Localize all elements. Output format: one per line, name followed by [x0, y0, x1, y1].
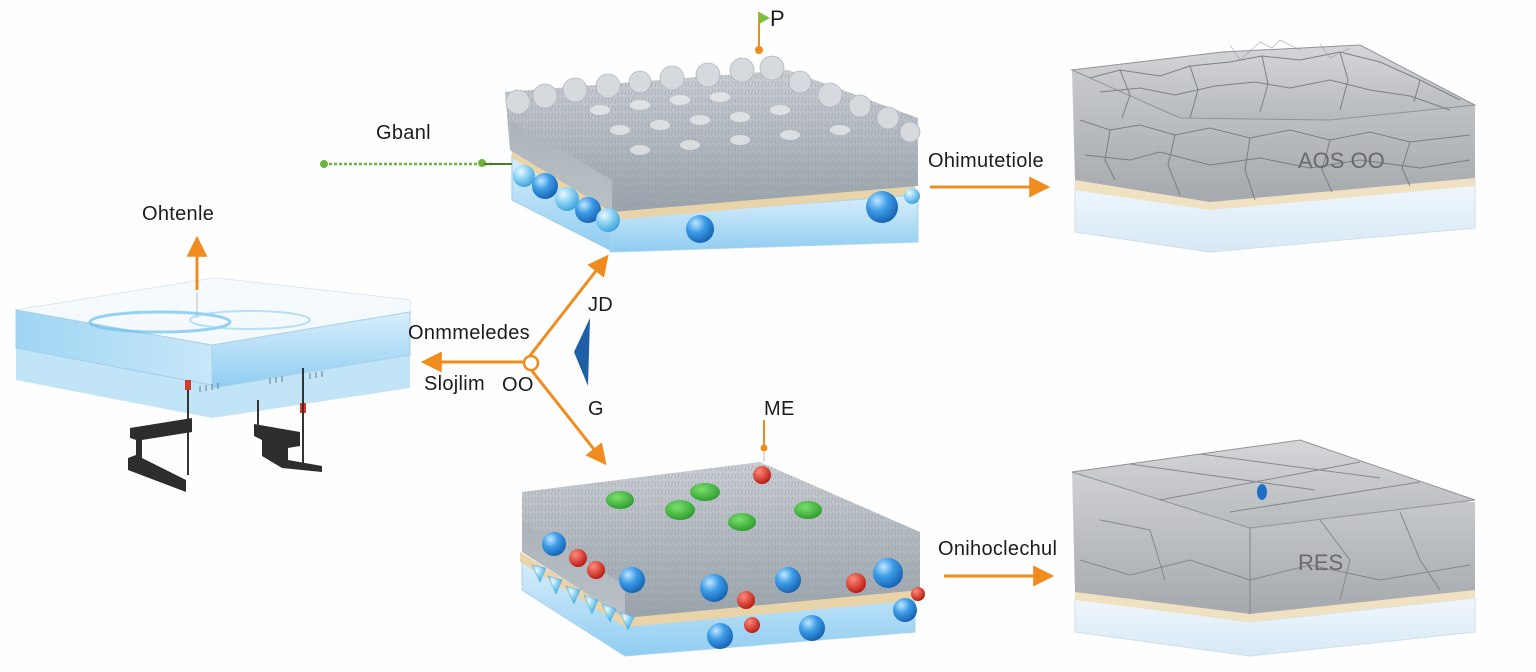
label-plate-top: AOS OO — [1298, 148, 1385, 173]
left-substrate — [15, 235, 411, 492]
label-plate-bottom: RES — [1298, 550, 1344, 575]
label-bottom-marker: ME — [764, 398, 795, 420]
bottom-right-tiled-plate — [1071, 439, 1476, 657]
label-right-upper-small: JD — [588, 294, 614, 316]
label-top-marker: P — [770, 6, 785, 31]
label-top-right-arrow: Ohimutetiole — [928, 150, 1044, 172]
blue-wedge-icon — [574, 318, 590, 386]
label-right-lower-small: G — [588, 398, 604, 420]
label-branch-mid: OO — [502, 374, 534, 396]
branch-arrows — [420, 254, 609, 466]
bottom-porous-layer — [520, 462, 925, 657]
top-porous-layer — [505, 55, 921, 253]
bottom-marker — [760, 420, 768, 462]
top-right-cracked-plate — [1070, 39, 1477, 253]
top-marker — [755, 12, 770, 54]
label-top-left: Gbanl — [376, 122, 431, 144]
label-left: Ohtenle — [142, 203, 215, 225]
green-feed-line — [320, 159, 512, 168]
label-branch-upper: Onmmeledes — [408, 322, 530, 344]
label-branch-lower: Slojlim — [424, 373, 485, 395]
label-bottom-right-arrow: Onihoclechul — [938, 538, 1058, 560]
